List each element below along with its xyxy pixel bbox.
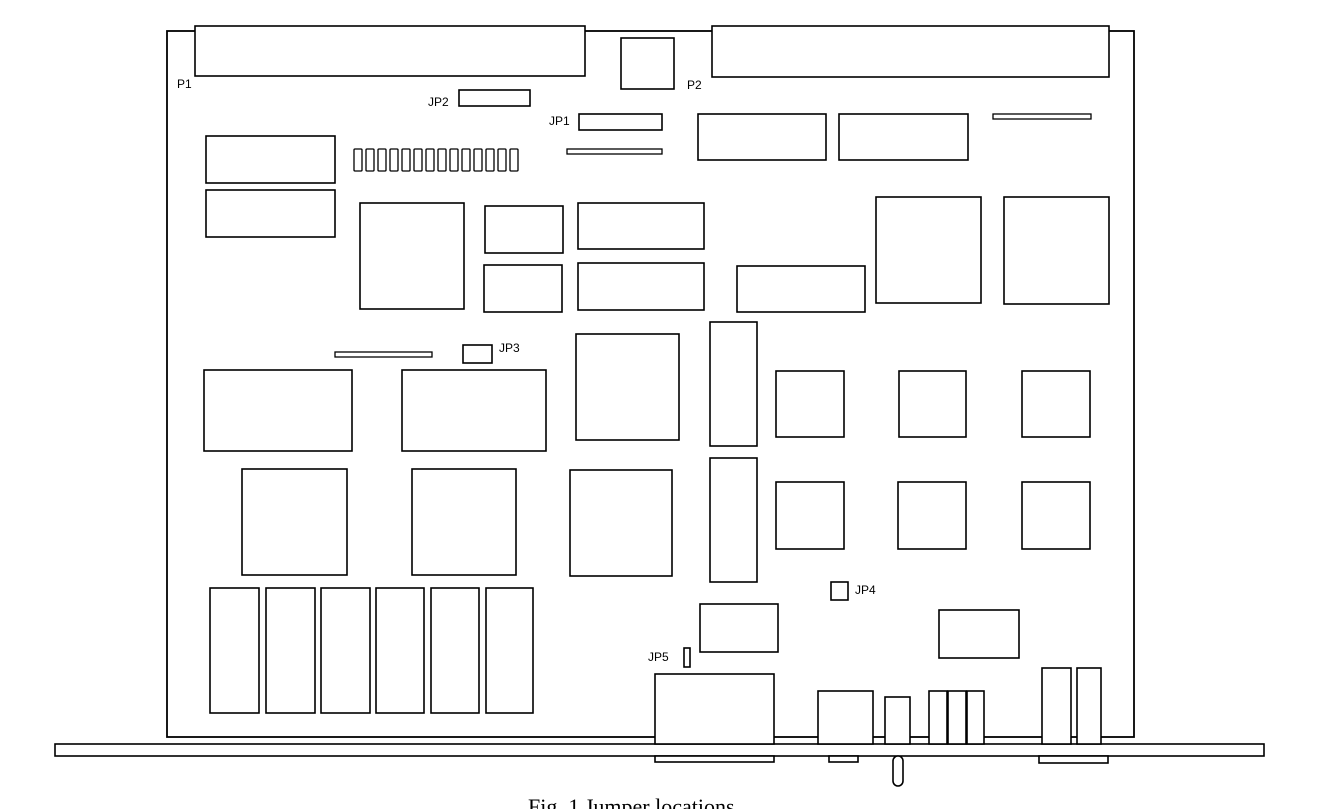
- panel-led-base: [828, 755, 859, 763]
- panel-connector-large: [654, 673, 775, 745]
- chip-lm-4: [709, 321, 758, 447]
- chip-m-7: [875, 196, 982, 304]
- memory-module-1: [209, 587, 260, 714]
- dip-switch: [353, 148, 519, 172]
- chip-l-3: [569, 469, 673, 577]
- chip-ul-1: [205, 135, 336, 184]
- chip-lm-1: [203, 369, 353, 452]
- chip-l-1: [241, 468, 348, 576]
- chip-l-5: [775, 481, 845, 550]
- chip-lm-3: [575, 333, 680, 441]
- panel-led-2: [947, 690, 967, 745]
- front-panel: [54, 743, 1265, 757]
- strip-mid-left: [334, 351, 433, 358]
- chip-ur-1: [697, 113, 827, 161]
- strip-upper-right: [992, 113, 1092, 120]
- memory-module-4: [375, 587, 425, 714]
- jumper-jp5: [683, 647, 691, 668]
- chip-m-5: [577, 262, 705, 311]
- strip-upper-center: [566, 148, 663, 155]
- chip-l-7: [1021, 481, 1091, 550]
- chip-l-2: [411, 468, 517, 576]
- chip-m-6: [736, 265, 866, 313]
- jumper-jp2: [458, 89, 531, 107]
- panel-led-3: [966, 690, 985, 745]
- memory-module-3: [320, 587, 371, 714]
- chip-lm-2: [401, 369, 547, 452]
- panel-connector-large-flange: [654, 755, 775, 763]
- jumper-jp1: [578, 113, 663, 131]
- label-jp2: JP2: [428, 95, 449, 109]
- panel-jack-2: [1076, 667, 1102, 745]
- chip-lm-7: [1021, 370, 1091, 438]
- chip-m-8: [1003, 196, 1110, 305]
- panel-switch: [884, 696, 911, 745]
- chip-l-4: [709, 457, 758, 583]
- label-jp1: JP1: [549, 114, 570, 128]
- chip-lm-5: [775, 370, 845, 438]
- chip-lm-6: [898, 370, 967, 438]
- chip-b-1: [699, 603, 779, 653]
- label-jp5: JP5: [648, 650, 669, 664]
- panel-switch-lever: [892, 755, 904, 787]
- figure-caption: Fig. 1 Jumper locations: [528, 794, 735, 809]
- chip-m-4: [483, 264, 563, 313]
- chip-ul-2: [205, 189, 336, 238]
- memory-module-2: [265, 587, 316, 714]
- chip-ur-2: [838, 113, 969, 161]
- jumper-jp3: [462, 344, 493, 364]
- panel-connector-square: [817, 690, 874, 745]
- chip-l-6: [897, 481, 967, 550]
- label-jp4: JP4: [855, 583, 876, 597]
- connector-p2: [711, 25, 1110, 78]
- chip-m-1: [359, 202, 465, 310]
- label-p1: P1: [177, 77, 192, 91]
- jumper-jp4: [830, 581, 849, 601]
- panel-jack-1: [1041, 667, 1072, 745]
- memory-module-6: [485, 587, 534, 714]
- panel-jack-base: [1038, 755, 1109, 764]
- panel-led-1: [928, 690, 948, 745]
- connector-p1: [194, 25, 586, 77]
- memory-module-5: [430, 587, 480, 714]
- chip-b-2: [938, 609, 1020, 659]
- chip-m-2: [484, 205, 564, 254]
- chip-m-3: [577, 202, 705, 250]
- label-jp3: JP3: [499, 341, 520, 355]
- chip-top-center: [620, 37, 675, 90]
- label-p2: P2: [687, 78, 702, 92]
